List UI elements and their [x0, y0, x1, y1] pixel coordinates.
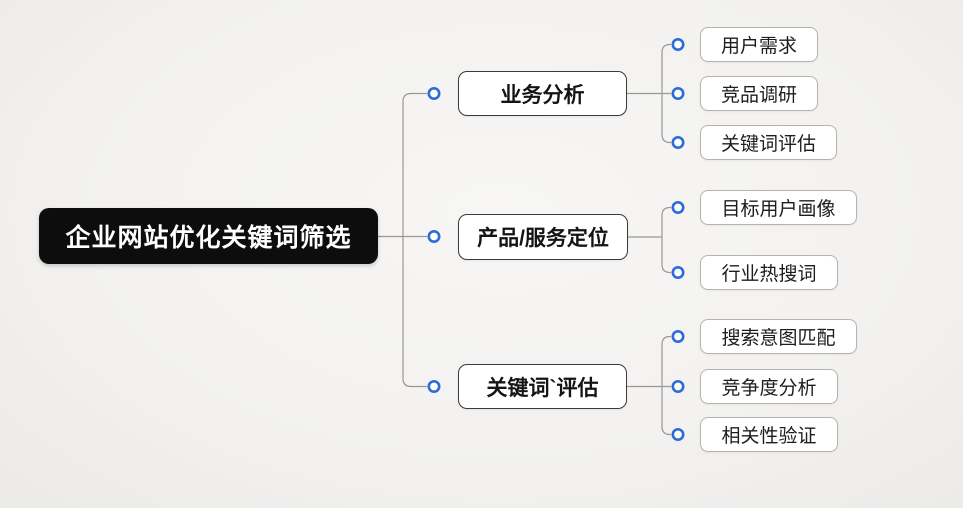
leaf-node-user-needs[interactable]: 用户需求	[700, 27, 818, 62]
leaf-node-competitor-research[interactable]: 竞品调研	[700, 76, 818, 111]
leaf-node-keyword-assessment[interactable]: 关键词评估	[700, 125, 837, 160]
leaf-node-competition-analysis[interactable]: 竞争度分析	[700, 369, 838, 404]
leaf-node-search-intent-matching[interactable]: 搜索意图匹配	[700, 319, 857, 354]
leaf-node-industry-hot-search-words[interactable]: 行业热搜词	[700, 255, 838, 290]
collapse-handle-branch3[interactable]	[427, 379, 441, 393]
collapse-handle-leaf-2-1[interactable]	[671, 201, 685, 215]
connector-branch3-leaf1	[661, 335, 671, 387]
connector-branch2-leaves	[661, 206, 671, 274]
connector-branch1-leaf1	[661, 43, 671, 94]
connector-branch3-leaf3	[661, 386, 671, 436]
branch-node-keyword-evaluation[interactable]: 关键词`评估	[458, 364, 627, 409]
collapse-handle-leaf-3-3[interactable]	[671, 427, 685, 441]
root-node[interactable]: 企业网站优化关键词筛选	[39, 208, 378, 264]
collapse-handle-leaf-3-2[interactable]	[671, 379, 685, 393]
collapse-handle-leaf-1-2[interactable]	[671, 87, 685, 101]
collapse-handle-leaf-1-1[interactable]	[671, 37, 685, 51]
collapse-handle-branch1[interactable]	[427, 87, 441, 101]
leaf-node-target-user-profile[interactable]: 目标用户画像	[700, 190, 857, 225]
connector-root-branch3	[402, 236, 427, 388]
collapse-handle-leaf-1-3[interactable]	[671, 136, 685, 150]
branch-node-business-analysis[interactable]: 业务分析	[458, 71, 627, 116]
branch-node-product-service-positioning[interactable]: 产品/服务定位	[458, 214, 628, 260]
collapse-handle-leaf-3-1[interactable]	[671, 329, 685, 343]
collapse-handle-branch2[interactable]	[427, 230, 441, 244]
connector-root-branch1	[402, 92, 427, 237]
connector-branch1-leaf3	[661, 93, 671, 144]
collapse-handle-leaf-2-2[interactable]	[671, 265, 685, 279]
leaf-node-relevance-verification[interactable]: 相关性验证	[700, 417, 838, 452]
